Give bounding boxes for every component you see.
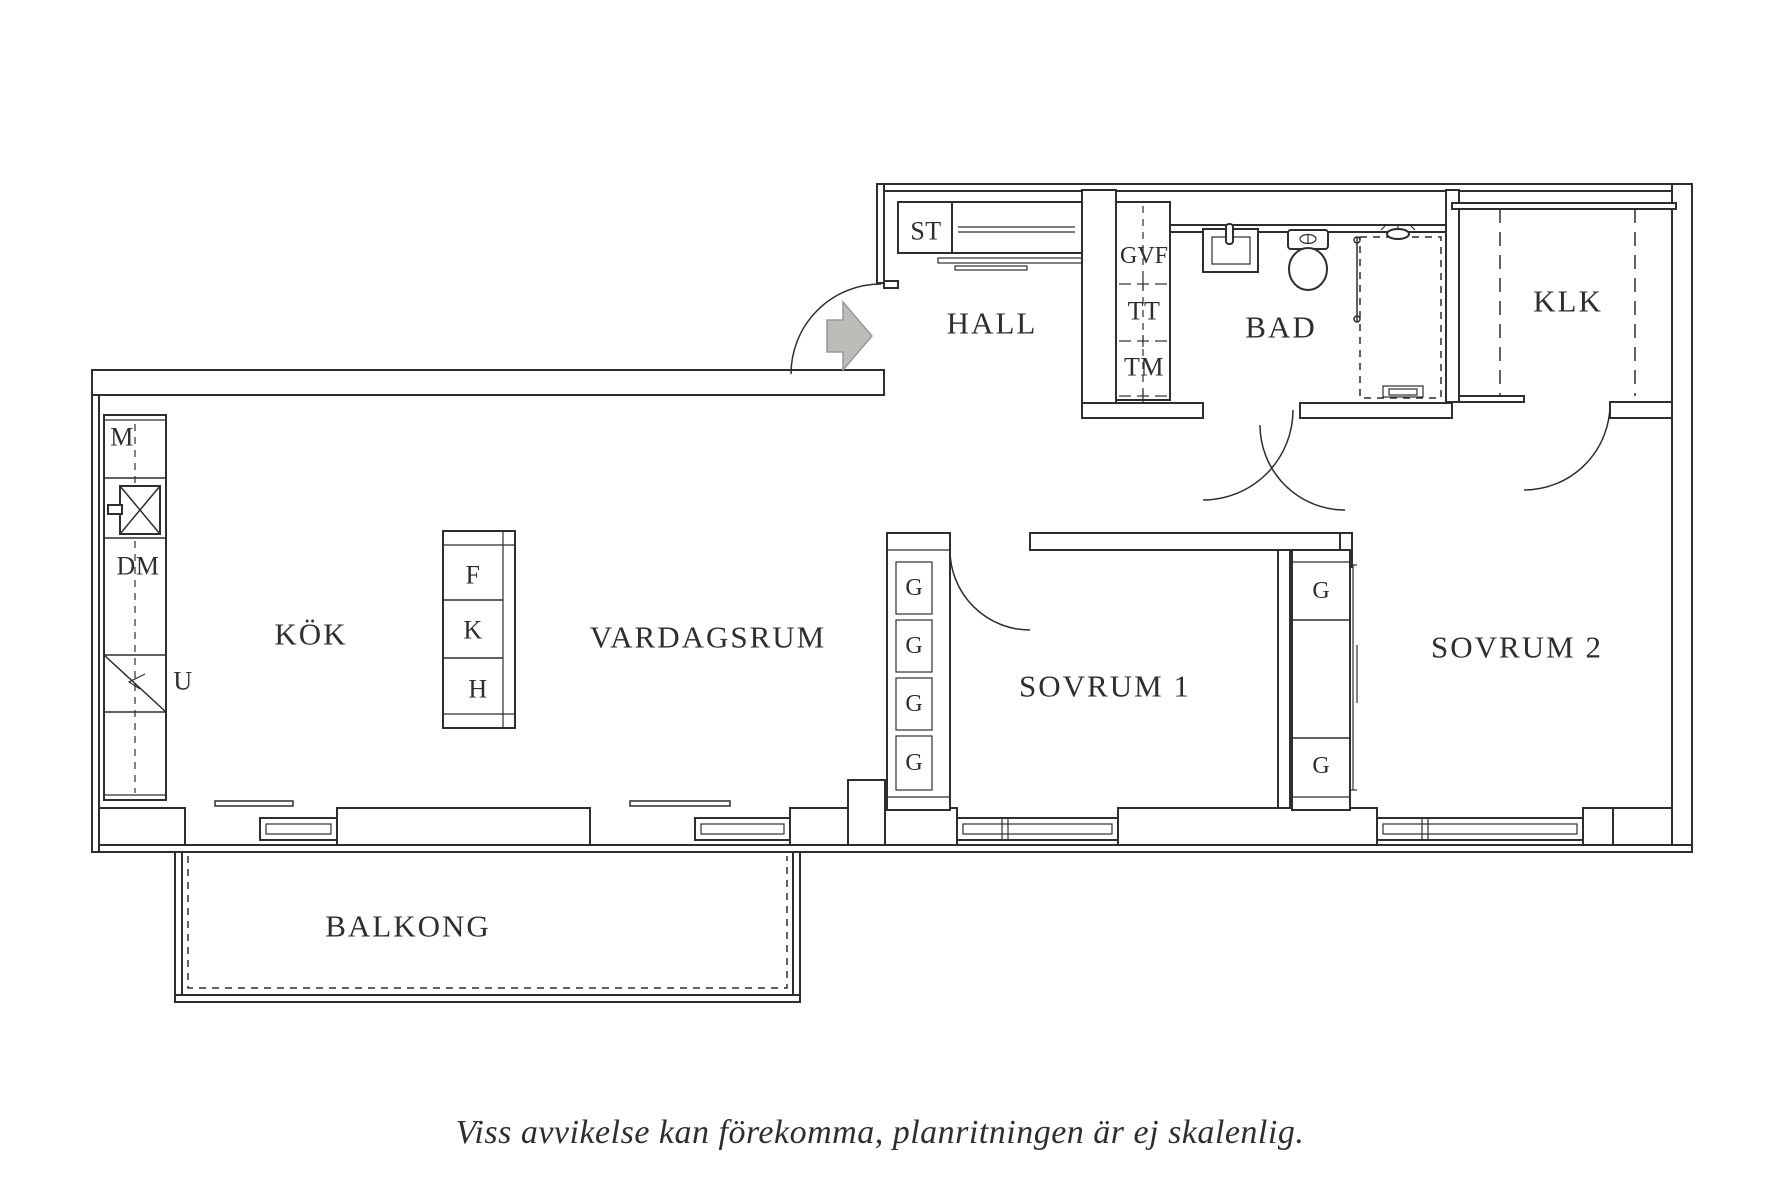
entrance-door-arc xyxy=(790,283,882,375)
fixture-label-g: G xyxy=(905,575,922,601)
fixture-label-u: U xyxy=(173,667,192,696)
shower-drain xyxy=(1382,385,1424,398)
disclaimer-text: Viss avvikelse kan förekomma, planritnin… xyxy=(456,1114,1305,1151)
windows xyxy=(214,800,1584,841)
fixture-label-gvf: GVF xyxy=(1120,243,1168,269)
room-label-balkong: BALKONG xyxy=(325,909,491,944)
fixture-label-m: M xyxy=(110,423,134,452)
fixture-label-f: F xyxy=(466,561,481,590)
fixture-label-g: G xyxy=(1312,753,1329,779)
room-labels: HALL BAD KLK KÖK VARDAGSRUM SOVRUM 1 SOV… xyxy=(274,284,1603,944)
corridor-door-arc xyxy=(1259,424,1346,511)
fixture-label-g: G xyxy=(905,633,922,659)
fixture-label-g: G xyxy=(905,691,922,717)
hall-closet xyxy=(897,201,1083,271)
bathroom-door-arc xyxy=(1202,409,1294,501)
wardrobe-strip-right xyxy=(1291,549,1358,811)
fixture-label-g: G xyxy=(1312,578,1329,604)
doors xyxy=(790,283,1611,631)
klk-wardrobe-lines xyxy=(1499,209,1636,396)
room-label-klk: KLK xyxy=(1533,284,1603,319)
bedroom1-window xyxy=(956,817,1119,841)
room-label-bad: BAD xyxy=(1245,310,1316,345)
fixture-label-dm: DM xyxy=(117,552,160,581)
kitchen-tall-cabinet xyxy=(442,530,516,729)
room-label-vardagsrum: VARDAGSRUM xyxy=(590,620,827,655)
bedroom2-window xyxy=(1376,817,1584,841)
bedroom1-door-arc xyxy=(949,549,1031,631)
laundry-column xyxy=(1115,201,1171,402)
livingroom-balcony-door-window xyxy=(629,800,791,841)
fixture-label-st: ST xyxy=(910,217,941,246)
bathroom-fixtures xyxy=(1202,223,1442,399)
entrance-arrow-icon xyxy=(826,299,873,373)
exterior-walls xyxy=(91,183,1693,853)
kitchen-cabinets xyxy=(103,414,167,801)
kitchen-balcony-door-window xyxy=(214,800,338,841)
fixture-label-g: G xyxy=(905,750,922,776)
wardrobe-strip-left xyxy=(886,532,951,811)
fixture-label-tt: TT xyxy=(1128,297,1161,326)
room-label-kok: KÖK xyxy=(274,617,347,652)
fixture-labels: ST GVF TT TM M DM U F K H G G G G G G xyxy=(110,217,1329,780)
bottom-wall-segments xyxy=(98,779,1673,846)
sink-icon xyxy=(1202,223,1259,273)
laundry-separator xyxy=(1119,335,1167,347)
fixture-label-tm: TM xyxy=(1124,353,1164,382)
cooktop-icon xyxy=(107,485,161,535)
balcony xyxy=(174,851,801,1003)
shower-icon xyxy=(1353,225,1442,399)
room-label-sovrum2: SOVRUM 2 xyxy=(1431,630,1603,665)
fixture-label-k: K xyxy=(463,616,482,645)
shower-head-icon xyxy=(1386,228,1410,240)
closet-door-arc xyxy=(1523,403,1611,491)
fixture-label-h: H xyxy=(468,675,487,704)
sliding-door xyxy=(937,257,1083,264)
oven-icon xyxy=(103,654,167,713)
balcony-railing-dashed xyxy=(187,856,788,989)
laundry-separator xyxy=(1119,278,1167,290)
room-label-sovrum1: SOVRUM 1 xyxy=(1019,669,1191,704)
room-label-hall: HALL xyxy=(947,306,1038,341)
laundry-separator xyxy=(1119,390,1167,402)
toilet-icon xyxy=(1287,229,1329,291)
